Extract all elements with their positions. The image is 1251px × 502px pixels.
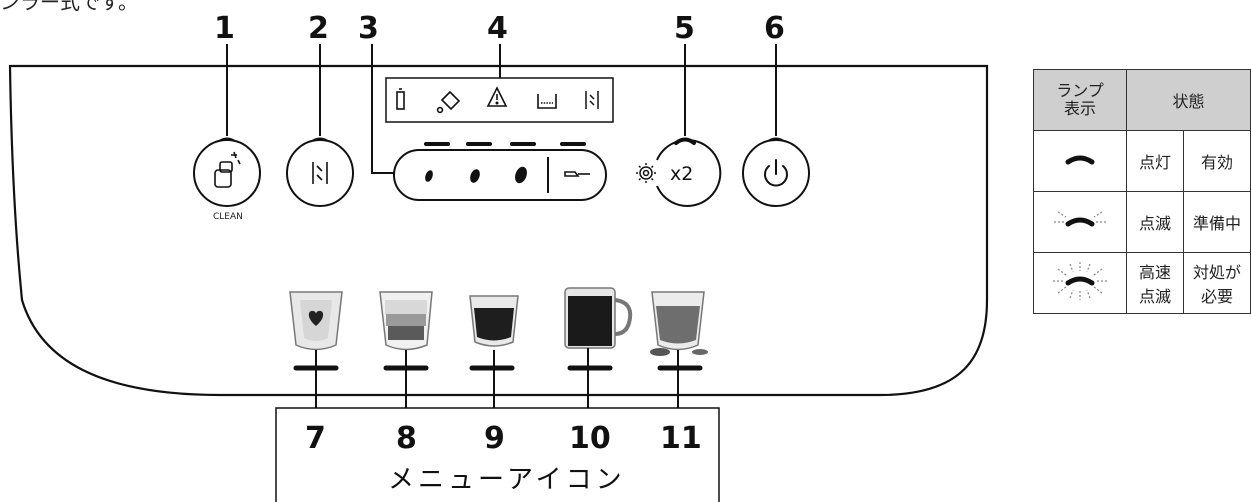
menu-hot-water-icon[interactable] bbox=[650, 291, 708, 371]
legend-header-state: 状態 bbox=[1126, 69, 1251, 131]
coffee-grounds-button[interactable] bbox=[286, 137, 354, 207]
legend-mode-blink: 点滅 bbox=[1126, 191, 1184, 253]
menu-long-coffee-icon[interactable] bbox=[564, 287, 633, 371]
milk-carafe-icon bbox=[436, 90, 461, 114]
bean-strong-icon bbox=[515, 166, 527, 184]
lamp-on-sample bbox=[1033, 130, 1127, 192]
legend-state-active: 有効 bbox=[1183, 130, 1251, 192]
clean-label: CLEAN bbox=[213, 212, 243, 222]
grounds-container-icon bbox=[312, 162, 328, 184]
status-icons-box bbox=[385, 77, 614, 123]
bean-medium-icon bbox=[470, 169, 480, 183]
lamp-blink-sample bbox=[1033, 191, 1127, 253]
callout-9: 9 bbox=[484, 421, 505, 456]
ground-coffee-scoop-icon bbox=[564, 171, 590, 177]
power-icon bbox=[764, 159, 788, 187]
menu-espresso-icon[interactable] bbox=[469, 295, 519, 371]
menu-icons-label-box bbox=[275, 407, 720, 502]
callout-11: 11 bbox=[660, 421, 702, 456]
callout-3: 3 bbox=[358, 11, 379, 46]
drip-tray-icon bbox=[537, 94, 557, 109]
callout-6: 6 bbox=[764, 11, 785, 46]
water-tank-icon bbox=[396, 88, 405, 110]
legend-mode-fast-blink: 高速 点滅 bbox=[1126, 252, 1184, 314]
control-panel-outline bbox=[8, 64, 989, 397]
callout-10: 10 bbox=[569, 421, 611, 456]
callout-1: 1 bbox=[214, 11, 235, 46]
settings-gear-icon bbox=[636, 163, 656, 183]
bean-mild-icon bbox=[425, 170, 433, 182]
menu-cappuccino-icon[interactable] bbox=[379, 291, 433, 371]
legend-state-action-required: 対処が 必要 bbox=[1183, 252, 1251, 314]
menu-espresso-heart-icon[interactable] bbox=[289, 291, 343, 371]
lamp-legend-table: ランプ 表示 状態 点灯 有効 点滅 準備中 bbox=[1033, 69, 1251, 314]
menu-icons-title: メニューアイコン bbox=[388, 465, 626, 495]
coffee-strength-selector[interactable] bbox=[393, 142, 607, 201]
callout-5: 5 bbox=[674, 11, 695, 46]
callout-8: 8 bbox=[396, 421, 417, 456]
warning-icon bbox=[486, 86, 508, 107]
legend-state-preparing: 準備中 bbox=[1183, 191, 1251, 253]
legend-mode-on: 点灯 bbox=[1126, 130, 1184, 192]
clean-icon bbox=[214, 151, 241, 188]
callout-7: 7 bbox=[305, 421, 326, 456]
callout-2: 2 bbox=[308, 11, 329, 46]
double-shot-button[interactable]: x2 bbox=[636, 137, 722, 207]
double-shot-label: x2 bbox=[670, 163, 693, 185]
legend-header-lamp: ランプ 表示 bbox=[1033, 69, 1127, 131]
power-button[interactable] bbox=[742, 137, 810, 207]
clean-button[interactable] bbox=[193, 137, 261, 207]
lamp-fast-blink-sample bbox=[1033, 252, 1127, 314]
top-text-fragment: ンラー式です。 bbox=[0, 0, 138, 14]
descale-icon bbox=[585, 91, 599, 109]
callout-4: 4 bbox=[487, 11, 508, 46]
